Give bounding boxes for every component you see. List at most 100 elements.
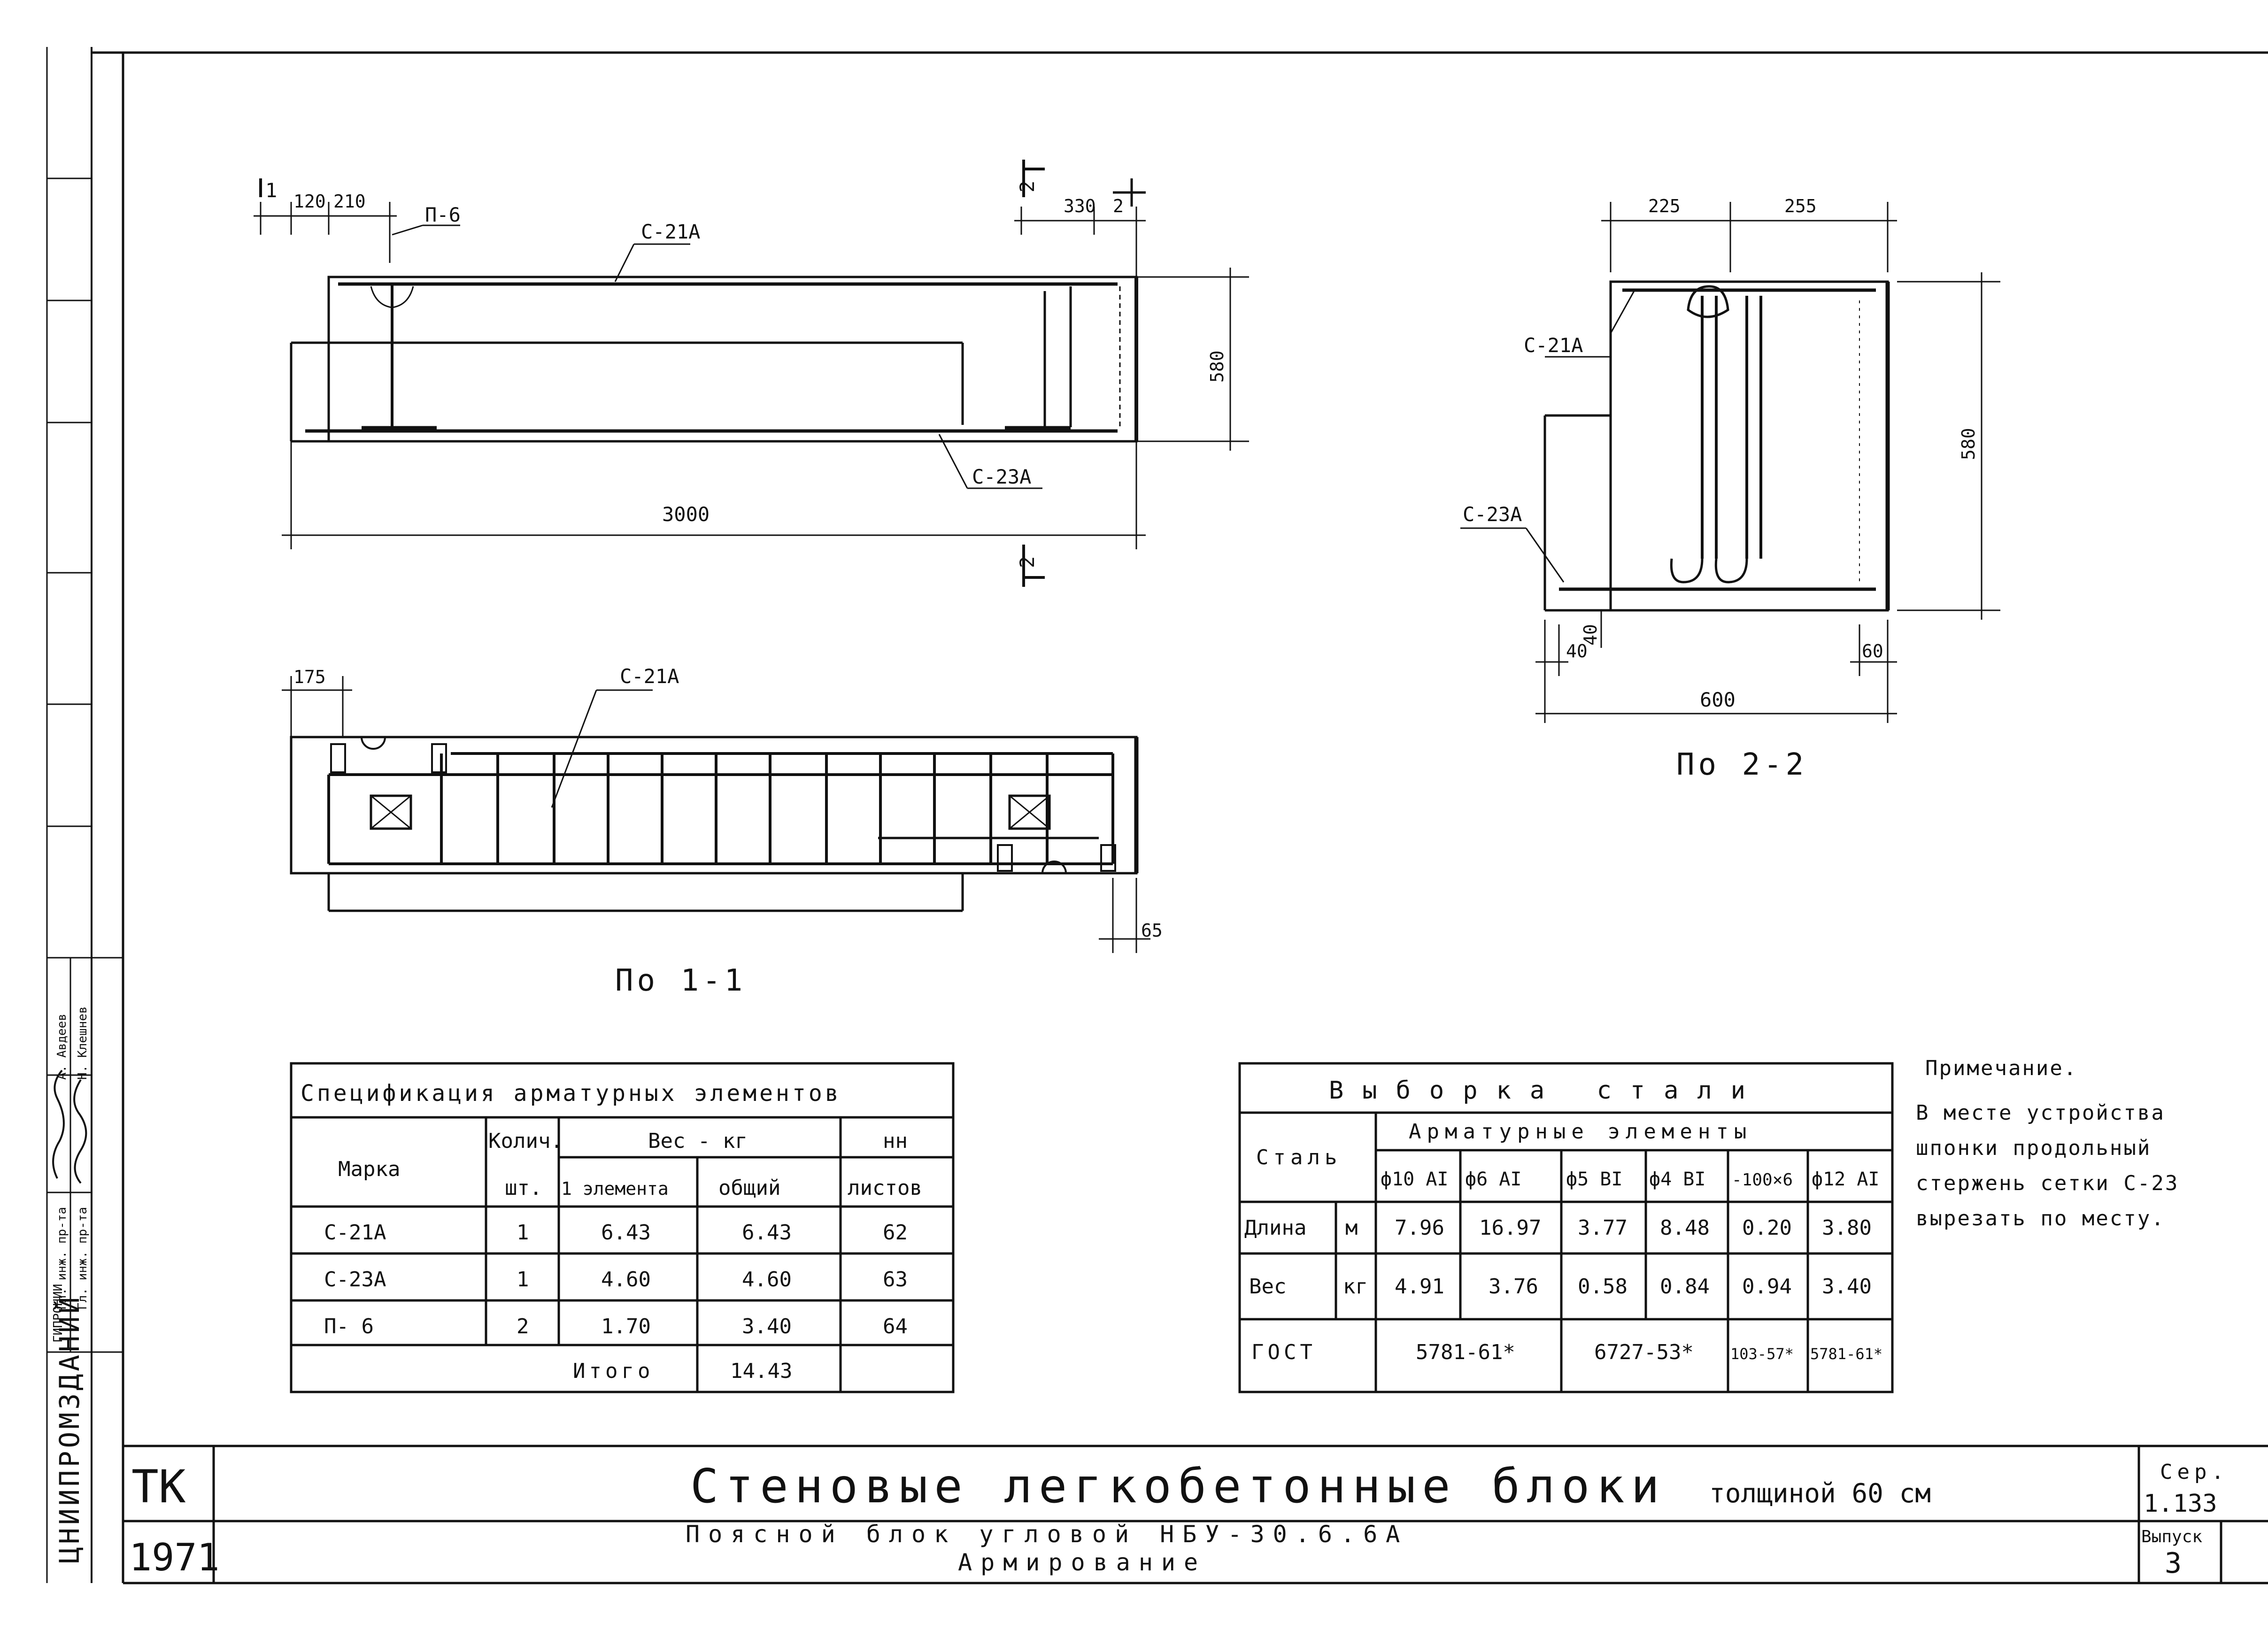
dim-40-left: 40	[1566, 641, 1588, 661]
title-issue-value: 3	[2165, 1547, 2182, 1580]
caption-section-1-1: По 1-1	[615, 963, 746, 998]
side-stamp	[47, 177, 123, 1353]
dim-60: 60	[1862, 641, 1883, 661]
section-mark-s21a: С-21А	[1524, 334, 1583, 357]
steel-col: ф6 АI	[1465, 1169, 1521, 1190]
steel-table	[1238, 1062, 1894, 1393]
steel-group: Арматурные элементы	[1409, 1120, 1752, 1144]
note-line: шпонки продольный	[1916, 1136, 2151, 1160]
spec-row: С-23А 1 4.60 4.60 63	[324, 1268, 908, 1292]
steel-len-value: 0.20	[1742, 1216, 1792, 1240]
side-role-1: Гл. инж. пр-та	[55, 1207, 69, 1310]
spec-table	[290, 1062, 955, 1393]
steel-gost-row: 5781-61* 6727-53* 103-57* 5781-61*	[1416, 1340, 1882, 1364]
dim-120: 120	[293, 191, 326, 212]
steel-wt-label: Вес	[1249, 1275, 1286, 1299]
spec-row-one: 6.43	[601, 1221, 651, 1245]
note-line: вырезать по месту.	[1916, 1207, 2165, 1230]
dim-225: 225	[1648, 196, 1681, 216]
side-institute: ЦНИИПРОМЗДАНИЙ	[53, 1294, 85, 1563]
spec-row-total: 4.60	[742, 1268, 792, 1292]
mark-s21a: С-21А	[641, 220, 700, 243]
cut-mark-2-bottom: 2	[1016, 556, 1039, 568]
spec-row-total: 6.43	[742, 1221, 792, 1245]
spec-row-qty: 1	[517, 1221, 529, 1245]
title-issue-label: Выпуск	[2141, 1527, 2202, 1546]
view-section-dims	[1460, 202, 2000, 723]
section-mark-s23a: С-23А	[1463, 503, 1522, 526]
title-block	[123, 1445, 2268, 1583]
title-series-value: 1.133	[2144, 1490, 2217, 1518]
steel-wt-value: 3.76	[1489, 1275, 1538, 1299]
cut-mark-1: 1	[265, 179, 277, 202]
spec-col-mark: Марка	[338, 1157, 400, 1181]
steel-wt-value: 0.94	[1742, 1275, 1792, 1299]
spec-col-sheets-2: листов	[848, 1176, 922, 1200]
dim-210: 210	[333, 191, 366, 212]
dim-length-3000: 3000	[662, 503, 710, 526]
steel-wt-value: 3.40	[1822, 1275, 1872, 1299]
title-subtitle: Поясной блок угловой НБУ-30.6.6А	[686, 1521, 1408, 1548]
view-elevation	[290, 276, 1138, 443]
steel-wt-value: 0.84	[1660, 1275, 1710, 1299]
spec-row: П- 6 2 1.70 3.40 64	[324, 1315, 908, 1338]
dim-2: 2	[1113, 196, 1124, 216]
steel-len-value: 8.48	[1660, 1216, 1710, 1240]
dim-330: 330	[1064, 196, 1096, 216]
spec-row-mark: П- 6	[324, 1315, 374, 1338]
steel-gost-value: 103-57*	[1730, 1345, 1794, 1363]
spec-col-qty-1: Колич.	[488, 1129, 563, 1153]
plan-rebars	[440, 753, 1049, 864]
dim-65: 65	[1141, 920, 1163, 941]
spec-row-sheet: 64	[883, 1315, 908, 1338]
spec-col-weight-total: общий	[718, 1176, 780, 1200]
steel-col: ф10 АI	[1381, 1169, 1449, 1190]
spec-col-weight: Вес - кг	[648, 1129, 748, 1153]
steel-wt-value: 4.91	[1395, 1275, 1444, 1299]
dim-175: 175	[293, 667, 326, 687]
steel-len-row: 7.96 16.97 3.77 8.48 0.20 3.80	[1395, 1216, 1872, 1240]
steel-gost-value: 5781-61*	[1810, 1345, 1882, 1363]
note-block: Примечание. В месте устройства шпонки пр…	[1916, 1056, 2177, 1230]
spec-row-sheet: 62	[883, 1221, 908, 1245]
title-series-label: Сер.	[2160, 1460, 2229, 1484]
dim-width-600: 600	[1700, 688, 1736, 711]
steel-gost-value: 5781-61*	[1416, 1340, 1515, 1364]
steel-col: ф4 ВI	[1649, 1169, 1705, 1190]
plan-mark-s21a: С-21А	[620, 665, 679, 688]
title-main: Стеновые легкобетонные блоки	[690, 1459, 1666, 1514]
sheet-frame	[46, 47, 2268, 1584]
spec-col-sheets-1: нн	[883, 1129, 908, 1153]
spec-row-qty: 1	[517, 1268, 529, 1292]
spec-col-weight-one: 1 элемента	[561, 1178, 669, 1199]
dim-255: 255	[1784, 196, 1817, 216]
caption-section-2-2: По 2-2	[1676, 747, 1807, 782]
steel-gost-label: ГОСТ	[1251, 1340, 1316, 1364]
view-elevation-dims	[254, 160, 1249, 587]
steel-len-label: Длина	[1244, 1216, 1306, 1240]
spec-row-mark: С-23А	[324, 1268, 386, 1292]
spec-row-qty: 2	[517, 1315, 529, 1338]
cut-mark-2-top: 2	[1016, 181, 1039, 192]
side-name-2: Н. Клешнев	[76, 1006, 90, 1080]
steel-col: -100×6	[1732, 1170, 1793, 1190]
dim-40-vert: 40	[1580, 624, 1601, 646]
title-subtitle-2: Армирование	[958, 1549, 1206, 1576]
spec-row-one: 4.60	[601, 1268, 651, 1292]
steel-len-value: 3.80	[1822, 1216, 1872, 1240]
steel-wt-unit: кг	[1343, 1275, 1368, 1299]
dim-section-580: 580	[1958, 428, 1979, 460]
steel-col-headers: ф10 АI ф6 АI ф5 ВI ф4 ВI -100×6 ф12 АI	[1381, 1169, 1880, 1190]
dim-height-580: 580	[1207, 350, 1227, 383]
side-dept: ГИПРОНИИ	[51, 1284, 65, 1343]
note-line: В месте устройства	[1916, 1101, 2165, 1125]
steel-len-value: 7.96	[1395, 1216, 1444, 1240]
spec-row-total: 3.40	[742, 1315, 792, 1338]
signature-2	[73, 1079, 87, 1184]
note-title: Примечание.	[1925, 1056, 2077, 1080]
steel-wt-value: 0.58	[1578, 1275, 1628, 1299]
spec-total-label: Итого	[573, 1359, 654, 1383]
spec-col-qty-2: шт.	[505, 1176, 542, 1200]
title-org: ТК	[131, 1461, 186, 1513]
steel-len-value: 16.97	[1479, 1216, 1541, 1240]
